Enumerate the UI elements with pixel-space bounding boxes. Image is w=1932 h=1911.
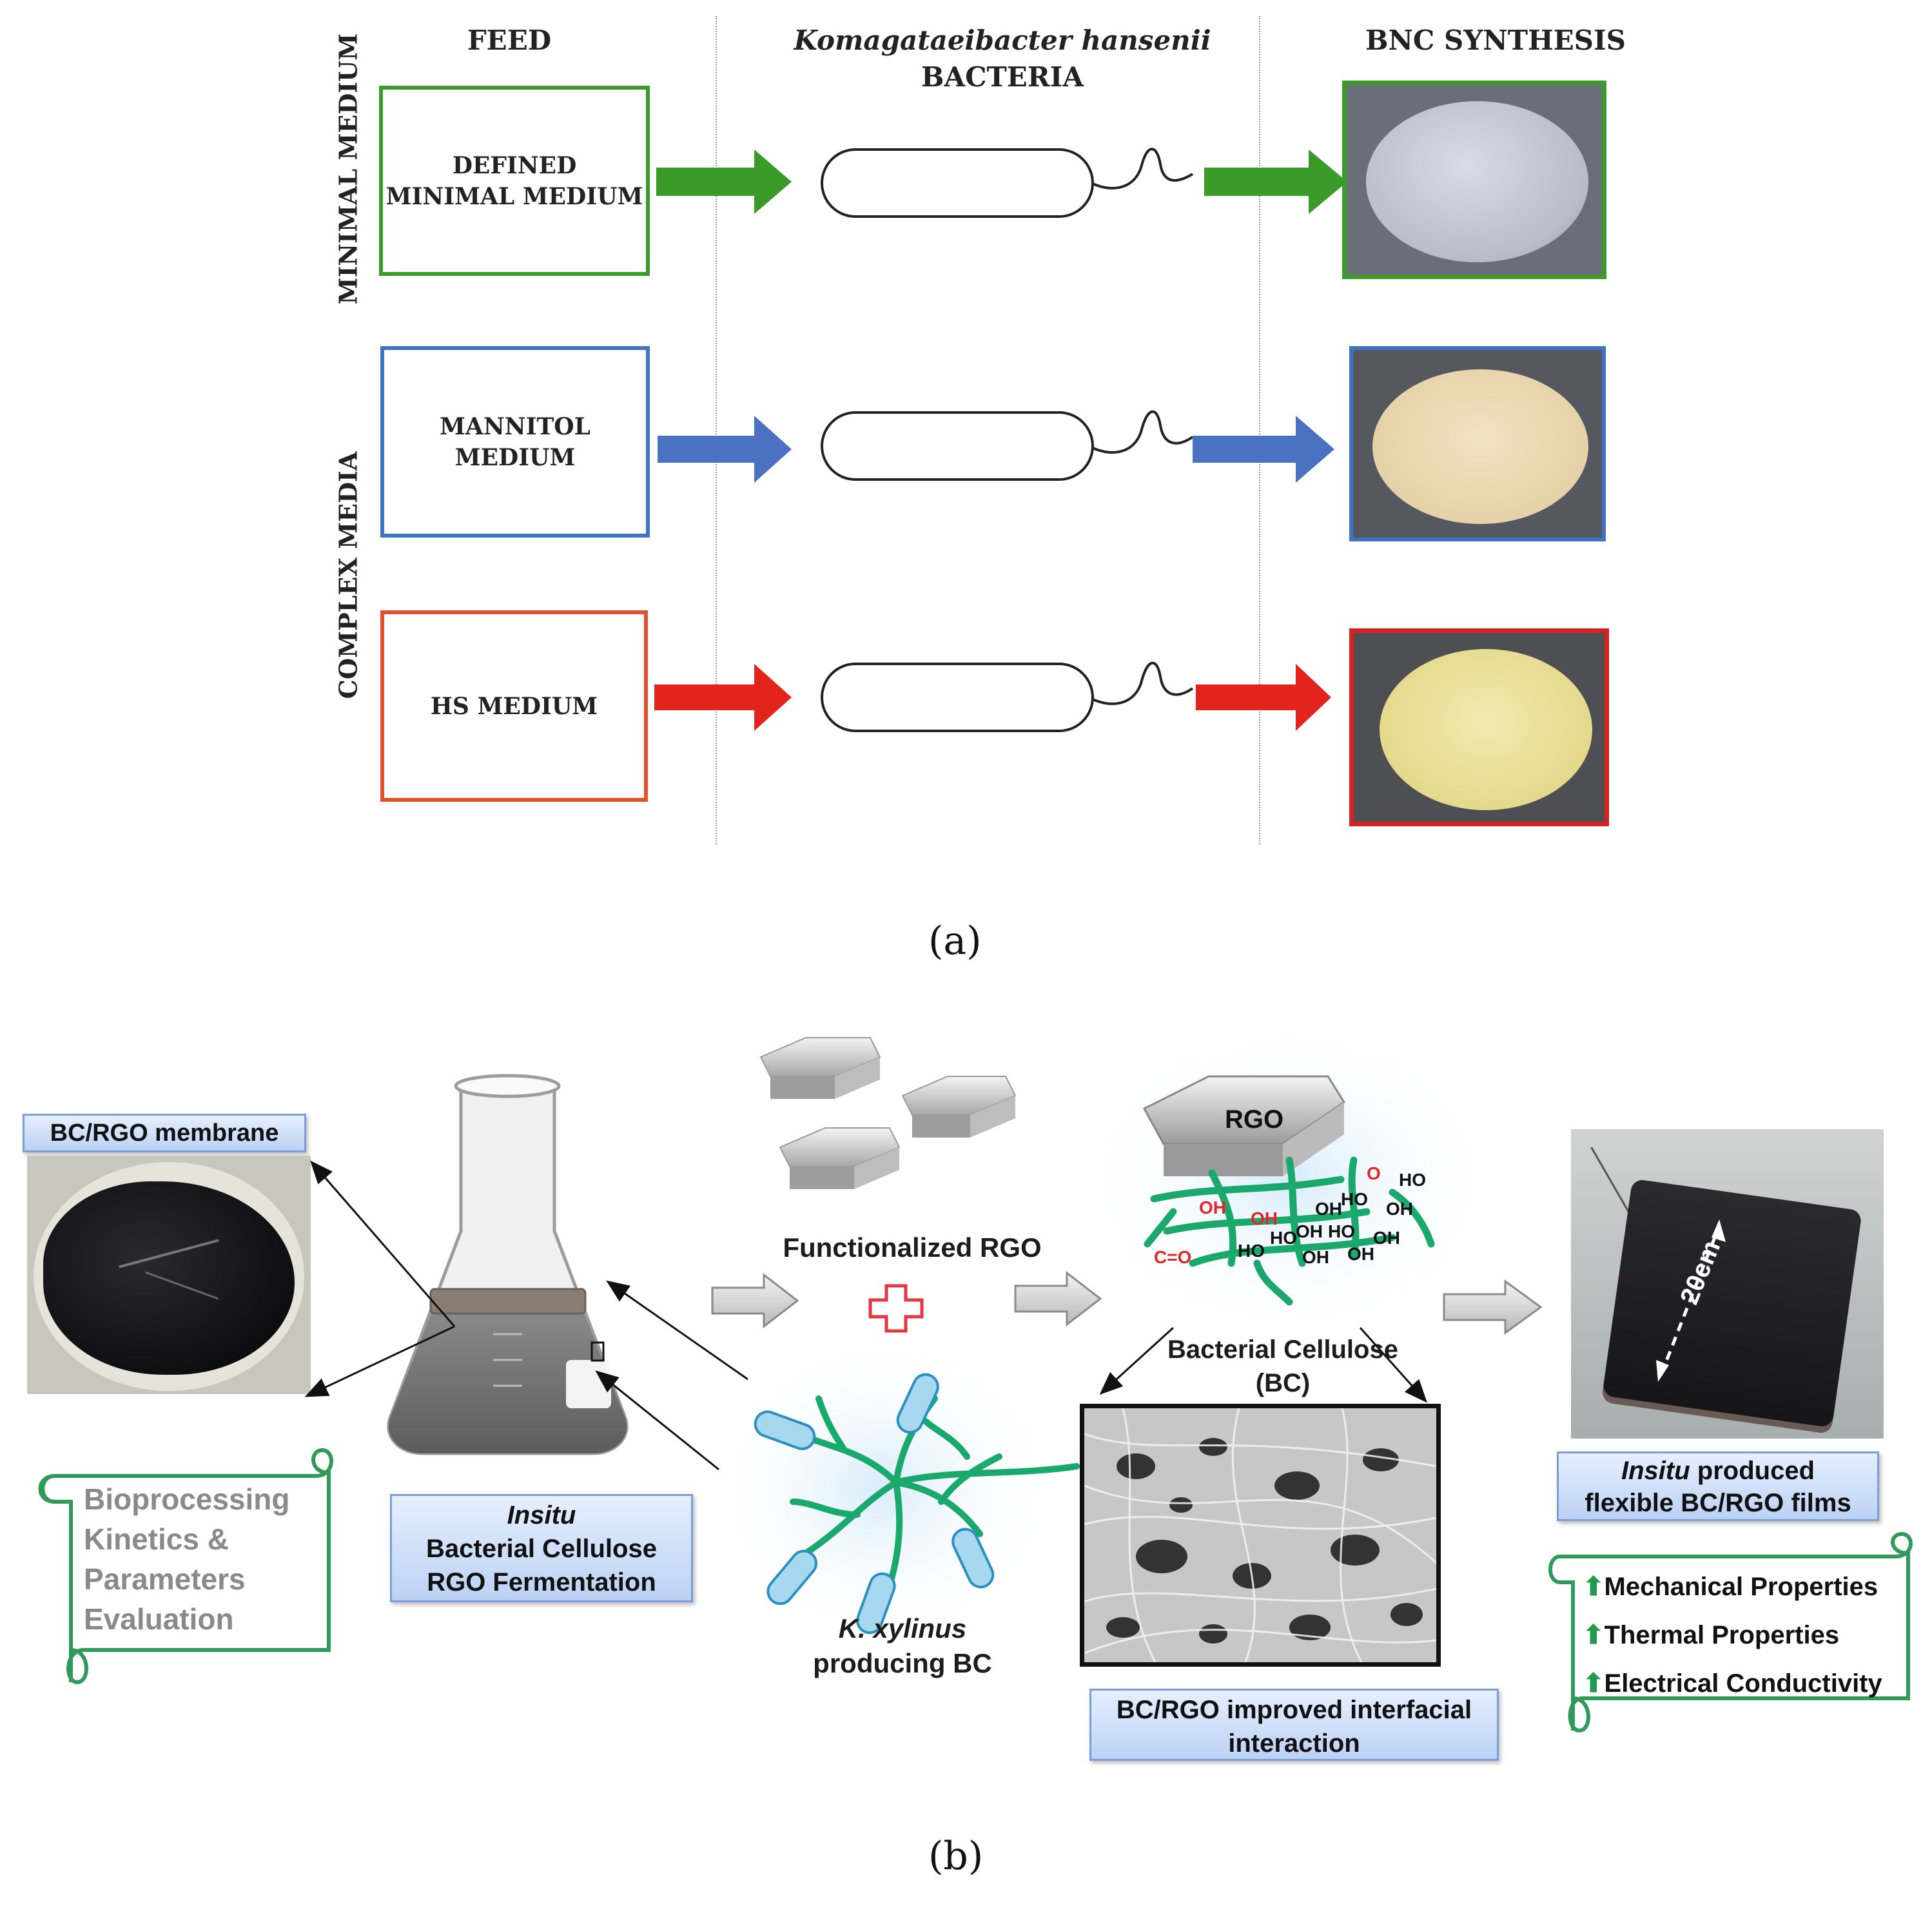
scroll-left-line: Bioprocessing <box>84 1482 290 1516</box>
feed-label-line1: MANNITOL <box>440 412 590 440</box>
feed-box-hs-medium: HS MEDIUM <box>380 610 648 802</box>
panel-a-flow-graphics <box>654 148 1347 732</box>
chem-label: HO <box>1238 1241 1265 1261</box>
k-xylinus-network <box>741 1347 1080 1635</box>
scroll-left-line: Parameters <box>84 1562 246 1596</box>
column-divider-right <box>1259 16 1260 844</box>
rgo-label: RGO <box>1225 1105 1283 1134</box>
arrow-blue-1 <box>658 416 792 483</box>
bacterium-flagellum-3 <box>1092 661 1194 705</box>
rgo-flake-1 <box>759 1037 881 1099</box>
bnc-photo-mannitol-medium <box>1349 346 1606 541</box>
bc-rgo-composite: OH OH OH HO HO OH HO OH HO OH OH OH HO O… <box>1102 1038 1476 1321</box>
scroll-right-outline <box>1548 1531 1913 1733</box>
panel-b-connectors <box>304 1160 1543 1471</box>
rgo-flakes <box>759 1037 1017 1189</box>
header-bacteria: BACTERIA <box>921 61 1084 93</box>
property-item: ⬆Electrical Conductivity <box>1583 1660 1882 1708</box>
red-plus-icon <box>868 1284 924 1333</box>
label-bc-rgo-membrane: BC/RGO membrane <box>23 1114 306 1152</box>
rgo-flake-2 <box>901 1076 1017 1138</box>
fermentation-flask <box>387 1074 629 1455</box>
property-label: Thermal Properties <box>1604 1621 1840 1649</box>
caption-b: (b) <box>928 1834 984 1879</box>
bacterium-cell-3 <box>821 663 1094 732</box>
bc-rgo-membrane-photo <box>27 1156 311 1394</box>
column-divider-left <box>716 16 717 844</box>
rgo-flake-3 <box>779 1127 901 1189</box>
property-label: Electrical Conductivity <box>1604 1669 1882 1698</box>
bnc-photo-hs-medium <box>1349 628 1609 826</box>
bc-rgo-film-photo: 20cm <box>1571 1129 1884 1439</box>
chem-label: O <box>1367 1163 1381 1183</box>
label-insitu-fermentation: Insitu Bacterial Cellulose RGO Fermentat… <box>390 1494 693 1602</box>
scroll-left-line: Evaluation <box>84 1602 234 1636</box>
chem-label: OH <box>1386 1199 1413 1219</box>
fermentation-line3: RGO Fermentation <box>427 1568 656 1596</box>
chem-label: C=O <box>1154 1247 1191 1267</box>
header-feed: FEED <box>467 24 552 56</box>
properties-list: ⬆Mechanical Properties ⬆Thermal Properti… <box>1583 1563 1882 1708</box>
label-interfacial-interaction: BC/RGO improved interfacial interaction <box>1089 1689 1499 1761</box>
bacterium-cell-2 <box>821 411 1094 481</box>
k-xylinus-italic: K. xylinus <box>838 1613 967 1644</box>
chem-label: OH <box>1302 1247 1329 1267</box>
fermentation-line2: Bacterial Cellulose <box>426 1535 657 1563</box>
chem-label: OH <box>1199 1198 1226 1217</box>
feed-box-mannitol-medium: MANNITOL MEDIUM <box>380 346 650 538</box>
arrow-red-1 <box>654 664 792 731</box>
feed-label-line2: MEDIUM <box>454 443 576 471</box>
chem-label: HO <box>1399 1170 1426 1190</box>
label-bacterial-cellulose: Bacterial Cellulose (BC) <box>1122 1333 1444 1400</box>
k-xylinus-text: producing BC <box>813 1648 992 1678</box>
bc-label-line2: (BC) <box>1255 1369 1311 1397</box>
arrow-blue-2 <box>1193 416 1334 483</box>
bnc-photo-minimal-medium <box>1342 81 1606 279</box>
chem-label: HO <box>1341 1189 1368 1209</box>
header-bnc-synthesis: BNC SYNTHESIS <box>1365 24 1626 56</box>
up-arrow-icon: ⬆ <box>1583 1573 1605 1601</box>
chem-label: OH <box>1347 1244 1374 1264</box>
scroll-left-outline <box>38 1448 333 1685</box>
bacterium-flagellum-1 <box>1092 148 1194 189</box>
chem-label: OH <box>1296 1221 1323 1241</box>
feed-label-line2: MINIMAL MEDIUM <box>385 182 643 210</box>
chem-label: OH <box>1373 1228 1400 1248</box>
up-arrow-icon: ⬆ <box>1583 1621 1605 1649</box>
chem-label: HO <box>1270 1228 1297 1248</box>
bc-label-line1: Bacterial Cellulose <box>1167 1335 1398 1364</box>
up-arrow-icon: ⬆ <box>1583 1669 1605 1698</box>
feed-label-line1: DEFINED <box>452 151 577 179</box>
feed-box-defined-minimal-medium: DEFINED MINIMAL MEDIUM <box>379 86 650 276</box>
chem-label: OH <box>1315 1199 1342 1219</box>
films-italic: Insitu <box>1621 1457 1690 1485</box>
arrow-green-2 <box>1204 150 1347 214</box>
chem-label: OH <box>1251 1208 1278 1228</box>
label-insitu-films: Insitu produced flexible BC/RGO films <box>1557 1451 1879 1521</box>
property-item: ⬆Thermal Properties <box>1583 1611 1882 1660</box>
films-line2: flexible BC/RGO films <box>1585 1489 1851 1517</box>
header-bacteria-species: Komagataeibacter hansenii <box>794 24 1211 56</box>
scroll-left-text: Bioprocessing Kinetics & Parameters Eval… <box>84 1479 290 1639</box>
bacterium-flagellum-2 <box>1092 410 1194 454</box>
property-label: Mechanical Properties <box>1604 1573 1878 1601</box>
scroll-left-line: Kinetics & <box>84 1522 229 1556</box>
arrow-red-2 <box>1196 664 1331 731</box>
sem-image <box>1080 1404 1441 1667</box>
feed-label-line1: HS MEDIUM <box>430 692 598 720</box>
bacterium-cell-1 <box>821 148 1094 218</box>
fermentation-italic: Insitu <box>507 1501 576 1529</box>
caption-a: (a) <box>928 918 982 964</box>
arrow-green-1 <box>656 150 792 214</box>
chem-label: HO <box>1328 1221 1355 1241</box>
label-k-xylinus: K. xylinus producing BC <box>783 1611 1022 1681</box>
label-functionalized-rgo: Functionalized RGO <box>783 1232 1042 1263</box>
property-item: ⬆Mechanical Properties <box>1583 1563 1882 1611</box>
films-rest: produced <box>1690 1457 1815 1485</box>
